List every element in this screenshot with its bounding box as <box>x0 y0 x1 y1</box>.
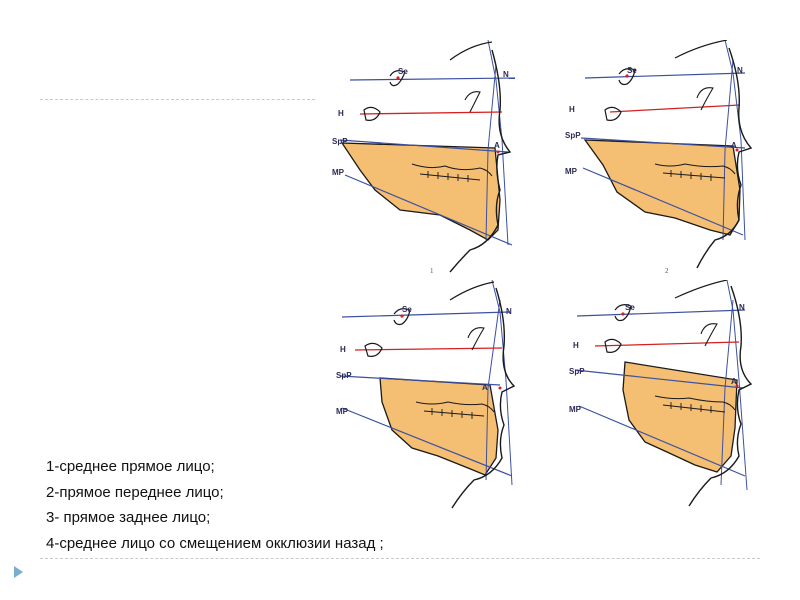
landmark-se: Se <box>627 66 637 75</box>
landmark-h: H <box>340 345 346 354</box>
ceph-panel-1: Se N H SpP A MP 1 <box>320 40 545 275</box>
panel-number-1: 1 <box>430 267 434 275</box>
landmark-n: N <box>737 66 743 75</box>
top-divider <box>40 99 315 100</box>
landmark-spp: SpP <box>336 371 352 380</box>
landmark-spp: SpP <box>569 367 585 376</box>
legend-list: 1-среднее прямое лицо; 2-прямое переднее… <box>46 454 506 556</box>
legend-item-1: 1-среднее прямое лицо; <box>46 458 215 475</box>
triangle-bullet-icon <box>14 566 23 578</box>
landmark-mp: MP <box>336 407 349 416</box>
landmark-mp: MP <box>569 405 582 414</box>
legend-item-4: 4-среднее лицо со смещением окклюзии наз… <box>46 534 384 552</box>
landmark-a: A <box>731 377 737 386</box>
landmark-se: Se <box>625 303 635 312</box>
landmark-a: A <box>731 141 737 150</box>
ceph-diagram-2: Se N H SpP A MP 2 <box>565 40 753 275</box>
landmark-n: N <box>503 70 509 79</box>
landmark-n: N <box>739 303 745 312</box>
legend-item-2: 2-прямое переднее лицо; <box>46 483 224 501</box>
landmark-h: H <box>569 105 575 114</box>
ceph-panel-2: Se N H SpP A MP 2 <box>555 40 780 275</box>
landmark-mp: MP <box>332 168 345 177</box>
landmark-n: N <box>506 307 512 316</box>
ceph-diagram-1: Se N H SpP A MP 1 <box>332 40 516 275</box>
legend-item-3: 3- прямое заднее лицо; <box>46 509 211 526</box>
ceph-diagram-3: Se N H SpP A MP <box>336 280 516 509</box>
landmark-a: A <box>482 383 488 392</box>
landmark-spp: SpP <box>565 131 581 140</box>
cephalometric-figure: Se N H SpP A MP 1 Se <box>320 40 770 510</box>
landmark-se: Se <box>402 305 412 314</box>
landmark-h: H <box>338 109 344 118</box>
panel-number-2: 2 <box>665 267 669 275</box>
landmark-h: H <box>573 341 579 350</box>
landmark-mp: MP <box>565 167 578 176</box>
landmark-a: A <box>494 141 500 150</box>
ceph-panel-4: Se N H SpP A MP <box>555 280 780 515</box>
ceph-diagram-4: Se N H SpP A MP <box>569 280 753 507</box>
landmark-se: Se <box>398 67 408 76</box>
bottom-divider <box>40 558 760 559</box>
ceph-panel-3: Se N H SpP A MP <box>320 280 545 515</box>
landmark-spp: SpP <box>332 137 348 146</box>
